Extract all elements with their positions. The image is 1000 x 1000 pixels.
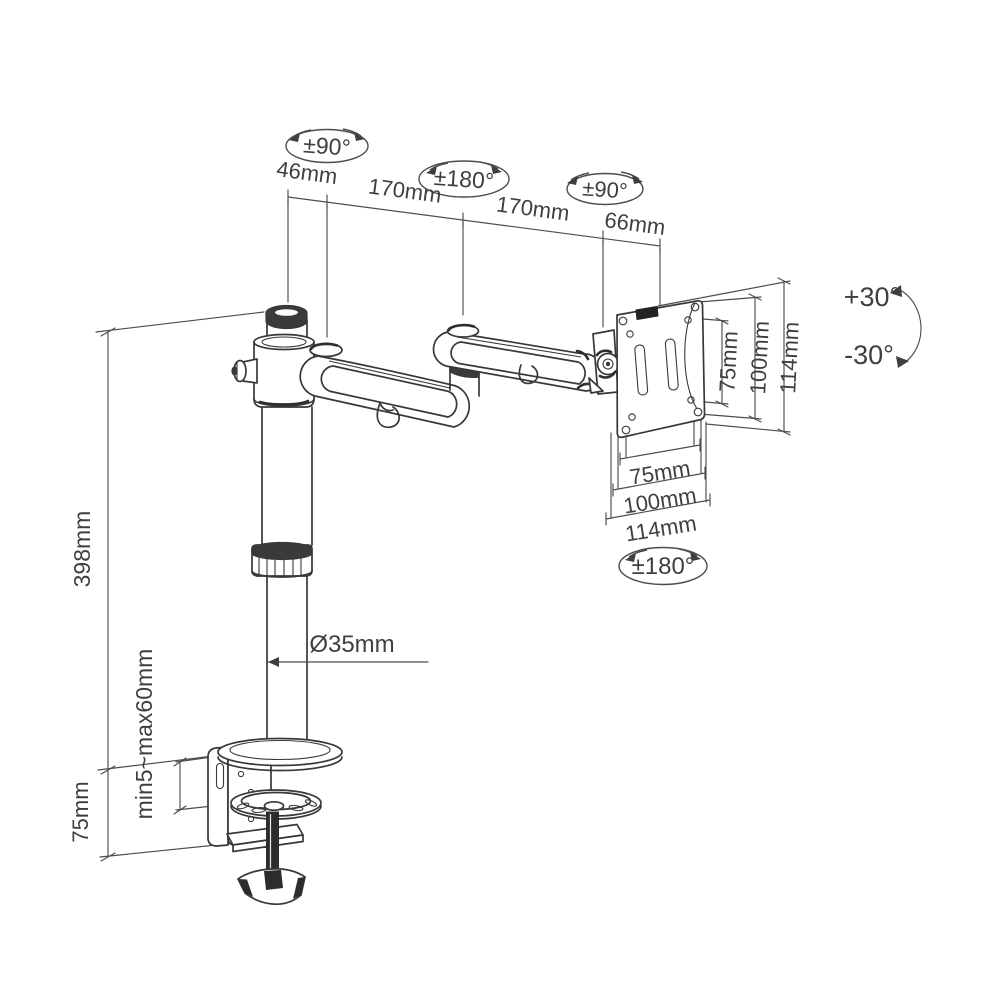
vesa-top-cap <box>635 305 659 321</box>
height-adjust-ring <box>251 541 313 578</box>
arm-drawing <box>207 299 706 906</box>
pole-diameter-leader <box>267 657 429 667</box>
dimension-lines <box>95 189 922 862</box>
desk-clamp <box>207 737 343 906</box>
rotation-ellipse-elbow <box>418 160 510 198</box>
rotation-label-pole: ±90° <box>302 131 351 160</box>
vesa-plate <box>616 299 706 439</box>
desk-base-disc <box>217 737 343 767</box>
rotation-symbols <box>285 128 708 586</box>
pole-collar <box>231 333 343 408</box>
rotation-ellipse-plate <box>618 546 708 586</box>
dim-label-arm1: 170mm <box>367 173 443 207</box>
vesa-vertical-75: 75mm <box>714 330 742 392</box>
clamp-screw <box>237 811 306 906</box>
pole-diameter-label: Ø35mm <box>309 631 394 658</box>
rotation-label-plate: ±180° <box>632 553 695 580</box>
rotation-label-head: ±90° <box>581 175 628 203</box>
vesa-vertical-114: 114mm <box>775 321 804 394</box>
vesa-slot-right <box>664 338 679 391</box>
labels: 46mm 170mm 170mm 66mm ±90° ±180° ±90° ±1… <box>68 131 900 842</box>
tilt-label-up: +30° <box>844 282 901 312</box>
clamp-t-handle <box>237 868 306 906</box>
tilt-label-down: -30° <box>844 340 894 370</box>
dim-label-offset: 46mm <box>275 156 339 189</box>
rotation-label-elbow: ±180° <box>433 164 495 194</box>
dim-label-arm2: 170mm <box>495 191 571 225</box>
clamp-depth-label: 75mm <box>68 781 93 842</box>
clamp-thumbscrew <box>231 358 258 384</box>
dim-label-head: 66mm <box>603 207 667 240</box>
rotation-ellipse-pole <box>285 128 369 164</box>
desk-thickness-label: min5~max60mm <box>131 649 157 820</box>
arm-segment-2 <box>432 323 604 392</box>
pole-height-label: 398mm <box>69 511 95 588</box>
vesa-vertical-100: 100mm <box>745 320 774 395</box>
cable-clip-2 <box>518 364 539 385</box>
arm-segment-1 <box>299 355 471 429</box>
rotation-ellipse-head <box>566 172 644 206</box>
vesa-tilt-joint <box>588 329 620 395</box>
vesa-slot-left <box>634 344 649 396</box>
cable-clip-1 <box>376 402 400 429</box>
